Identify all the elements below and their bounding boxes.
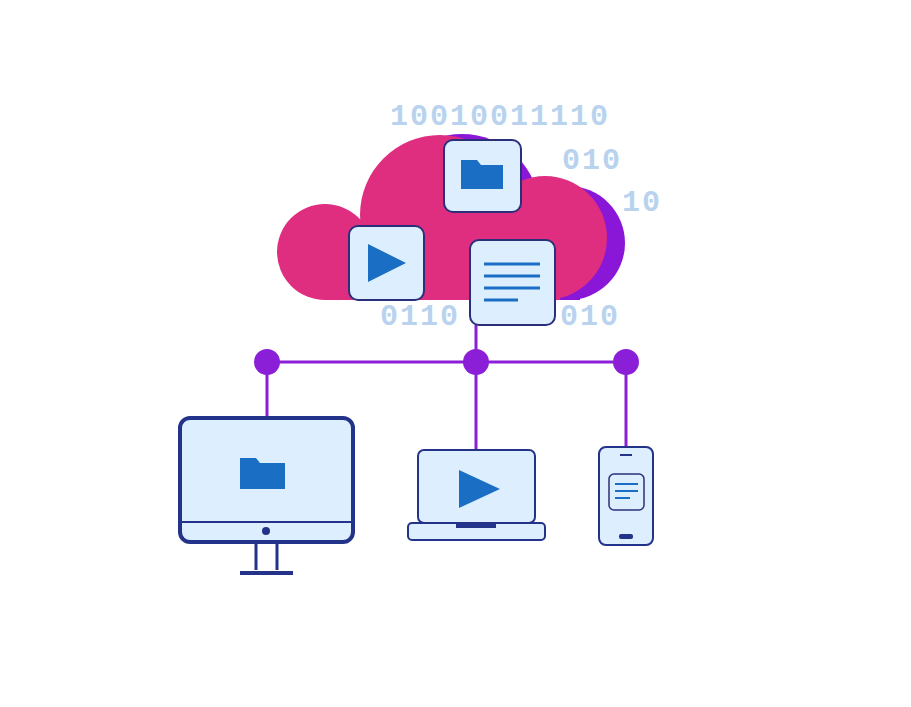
binary-digits: 010 xyxy=(562,146,622,176)
laptop xyxy=(408,450,545,540)
folder-card xyxy=(444,140,521,212)
desktop-monitor xyxy=(180,418,353,573)
binary-digits: 010 xyxy=(560,302,620,332)
video-card xyxy=(349,226,424,300)
binary-digits: 10 xyxy=(622,188,662,218)
document-card xyxy=(470,240,555,325)
network-nodes xyxy=(254,349,639,375)
binary-digits: 0110 xyxy=(380,302,460,332)
cloud-shape xyxy=(277,135,607,300)
smartphone xyxy=(599,447,653,545)
binary-digits: 10010011110 xyxy=(390,102,610,132)
